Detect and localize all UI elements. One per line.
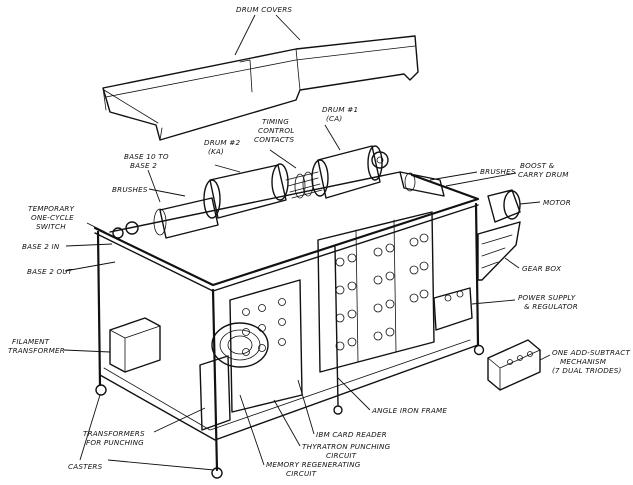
label-angle-iron: ANGLE IRON FRAME — [371, 406, 447, 415]
label-drum1: DRUM #1 — [322, 105, 358, 114]
label-temp-3: SWITCH — [36, 222, 66, 231]
label-drum2-sub: (KA) — [208, 147, 224, 156]
label-memory-2: CIRCUIT — [286, 469, 317, 478]
leader-lines — [63, 14, 551, 471]
label-base2-in: BASE 2 IN — [22, 242, 60, 251]
label-addsub-3: (7 DUAL TRIODES) — [552, 366, 621, 375]
label-filament-1: FILAMENT — [12, 337, 50, 346]
tube-racks — [211, 211, 435, 413]
label-base10-2: BASE 2 — [130, 161, 157, 170]
label-filament-2: TRANSFORMER — [8, 346, 65, 355]
label-memory-1: MEMORY REGENERATING — [266, 460, 361, 469]
label-motor: MOTOR — [543, 198, 571, 207]
motor-and-gear-box — [477, 189, 521, 281]
drums — [109, 145, 445, 239]
label-base10-1: BASE 10 TO — [124, 152, 169, 161]
callout-labels: DRUM COVERS DRUM #1 (CA) DRUM #2 (KA) TI… — [8, 5, 631, 478]
drum-covers — [102, 35, 419, 141]
label-addsub-1: ONE ADD-SUBTRACT — [552, 348, 631, 357]
label-gear-box: GEAR BOX — [522, 264, 562, 273]
label-brushes-right: BRUSHES — [480, 167, 516, 176]
label-temp-1: TEMPORARY — [28, 204, 75, 213]
label-thyratron-1: THYRATRON PUNCHING — [302, 442, 391, 451]
label-drum1-sub: (CA) — [326, 114, 342, 123]
label-power-2: & REGULATOR — [524, 302, 578, 311]
label-transformers-2: FOR PUNCHING — [86, 438, 144, 447]
label-drum-covers: DRUM COVERS — [236, 5, 292, 14]
label-casters: CASTERS — [68, 462, 103, 471]
filament-transformer-box — [109, 317, 161, 373]
power-supply-box — [433, 287, 473, 331]
label-timing-2: CONTROL — [258, 126, 295, 135]
label-thyratron-2: CIRCUIT — [326, 451, 357, 460]
label-timing-1: TIMING — [262, 117, 289, 126]
angle-iron-frame — [93, 173, 485, 479]
label-transformers-1: TRANSFORMERS — [83, 429, 145, 438]
label-power-1: POWER SUPPLY — [518, 293, 576, 302]
label-boost-2: CARRY DRUM — [518, 170, 569, 179]
label-drum2: DRUM #2 — [204, 138, 240, 147]
add-subtract-module — [487, 339, 541, 391]
label-addsub-2: MECHANISM — [560, 357, 607, 366]
label-ibm: IBM CARD READER — [316, 430, 387, 439]
label-temp-2: ONE-CYCLE — [31, 213, 74, 222]
label-timing-3: CONTACTS — [254, 135, 295, 144]
transformers-for-punching — [199, 355, 231, 431]
label-base2-out: BASE 2 OUT — [27, 267, 73, 276]
label-boost-1: BOOST & — [520, 161, 555, 170]
label-brushes-left: BRUSHES — [112, 185, 148, 194]
